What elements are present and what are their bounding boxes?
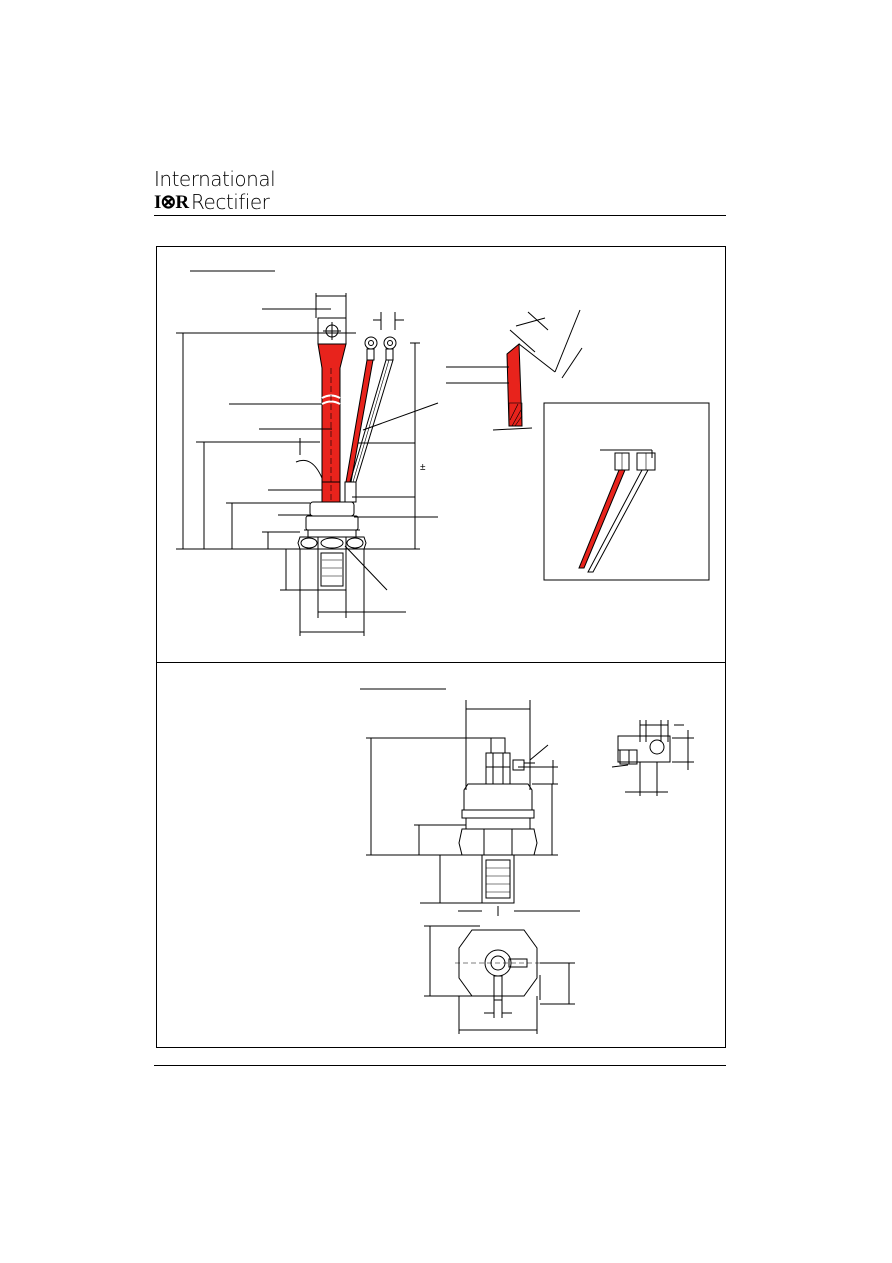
lead-end-detail xyxy=(446,309,583,431)
logo-ior-mark: I⊗R xyxy=(154,191,189,213)
company-logo: International I⊗R Rectifier xyxy=(154,167,294,214)
frame-divider xyxy=(156,662,726,663)
footer-rule xyxy=(154,1065,726,1066)
header-rule xyxy=(154,215,726,216)
logo-rectifier: Rectifier xyxy=(191,190,270,214)
inset-lead-detail xyxy=(543,402,710,581)
bottom-drawing xyxy=(360,688,580,1034)
top-drawing xyxy=(176,270,404,550)
plus-minus-label: ± xyxy=(420,462,426,473)
logo-international: International xyxy=(154,167,276,191)
main-lead-red xyxy=(317,343,374,503)
terminal-detail xyxy=(611,720,694,796)
gate-eyelet xyxy=(383,336,397,350)
outline-drawing-frame xyxy=(156,246,726,1048)
aux-eyelet-1 xyxy=(364,336,378,350)
